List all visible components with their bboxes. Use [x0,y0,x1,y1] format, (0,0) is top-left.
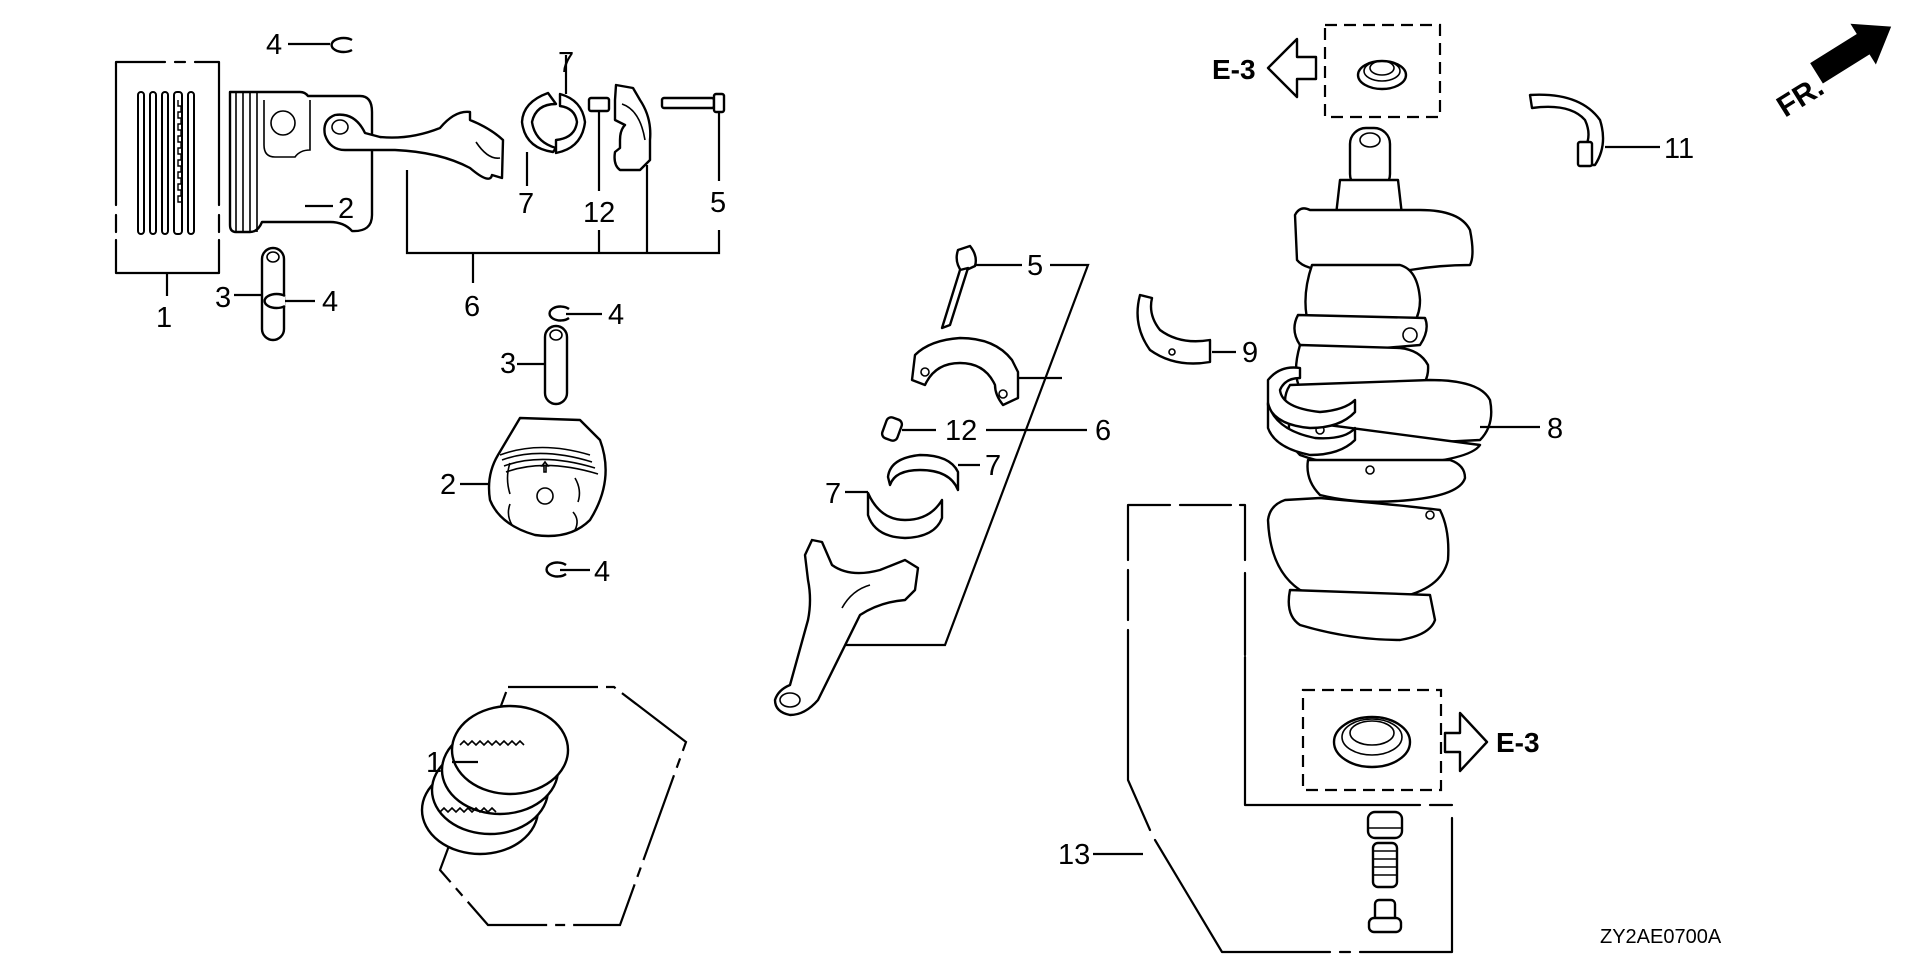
dowel-pin-a[interactable] [587,96,611,191]
callout-6-b: 6 [1095,415,1111,447]
piston-pin-clip-a-bottom[interactable] [263,292,315,310]
conrod-bearing-b-upper[interactable] [886,453,980,492]
relief-valve-kit[interactable] [1093,366,1454,954]
callout-12-a: 12 [583,197,615,229]
callout-12-b: 12 [945,415,977,447]
callout-4-b-top: 4 [608,299,624,331]
conrod-bearing-a-lower[interactable] [525,92,587,186]
piston-pin-b[interactable] [517,324,569,406]
connecting-rod-b[interactable] [773,538,920,717]
connecting-rod-a[interactable] [323,110,505,180]
callout-1-b: 1 [426,747,442,779]
callout-4-a-bottom: 4 [322,286,338,318]
bracket-6-b [825,263,1090,647]
bracket-6-a [405,170,721,283]
callout-1-top: 1 [156,302,172,334]
thrust-bearing[interactable] [1528,93,1660,168]
callout-9: 9 [1242,337,1258,369]
reference-e3-bottom[interactable]: E-3 [1496,727,1540,758]
callout-4-a-top: 4 [266,29,282,61]
conrod-bolt-b[interactable] [940,244,1022,330]
diagram-code: ZY2AE0700A [1600,926,1722,948]
dowel-pin-b[interactable] [880,416,936,442]
callout-4-b-bottom: 4 [594,556,610,588]
arrow-left-icon [1266,37,1318,99]
callout-7-a-lower: 7 [518,188,534,220]
oil-seal-top[interactable] [1323,23,1442,119]
callout-2-b: 2 [440,469,456,501]
callout-2-a: 2 [338,193,354,225]
conrod-bolt-a[interactable] [660,92,726,181]
piston-ring-set-b[interactable] [420,685,688,927]
front-direction-arrow-icon [1810,23,1892,84]
callout-8: 8 [1547,413,1563,445]
piston-ring-set-a[interactable] [114,60,221,296]
piston-b[interactable] [460,416,607,538]
callout-5-b: 5 [1027,250,1043,282]
callout-7-b-upper: 7 [985,450,1001,482]
callout-3-a: 3 [215,282,231,314]
crankshaft[interactable] [1266,126,1540,642]
callout-11: 11 [1664,133,1694,165]
reference-e3-top[interactable]: E-3 [1212,54,1256,85]
oil-seal-bottom[interactable] [1301,688,1443,792]
arrow-right-icon [1443,711,1489,773]
main-bearing[interactable] [1136,293,1236,365]
callout-6-a: 6 [464,291,480,323]
piston-pin-clip-a-top[interactable] [288,36,353,54]
callout-3-b: 3 [500,348,516,380]
piston-pin-clip-b-top[interactable] [548,305,602,322]
conrod-bearing-b-lower[interactable] [845,490,944,540]
callout-7-b-lower: 7 [825,478,841,510]
callout-5-a: 5 [710,187,726,219]
callout-7-a-upper: 7 [558,47,574,79]
callout-13: 13 [1058,839,1090,871]
conrod-cap-b[interactable] [910,336,1062,407]
conrod-cap-a[interactable] [613,83,652,253]
piston-pin-clip-b-bottom[interactable] [545,561,590,578]
